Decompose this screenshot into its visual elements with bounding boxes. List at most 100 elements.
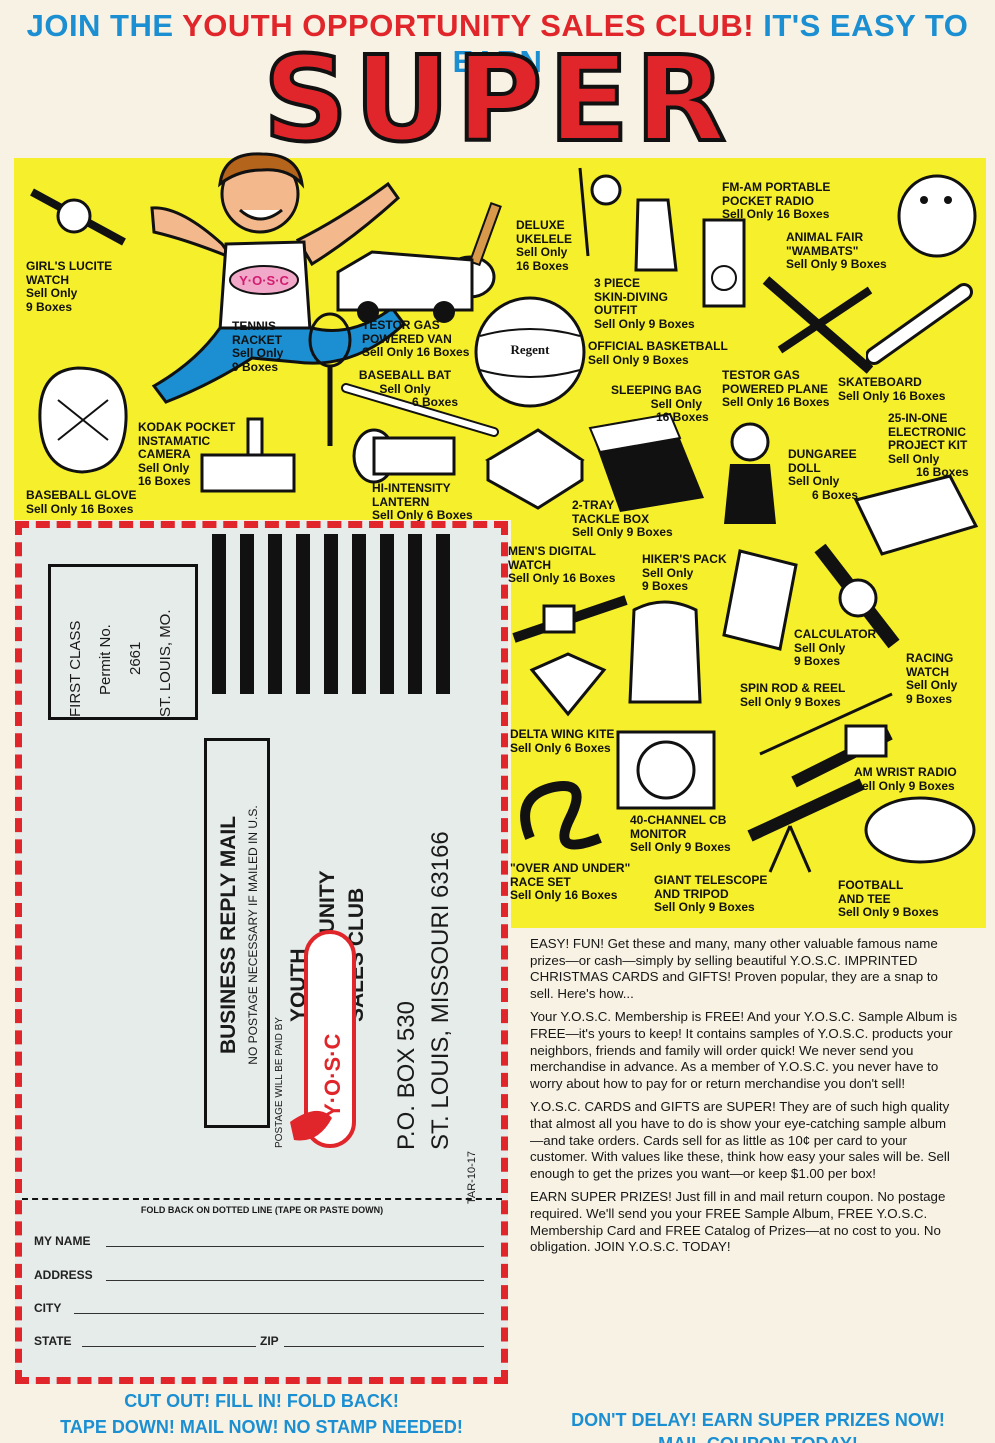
- city-state-zip: ST. LOUIS, MISSOURI 63166: [427, 831, 454, 1150]
- fold-line: [22, 1198, 502, 1200]
- state-label: STATE: [34, 1334, 72, 1348]
- state-field[interactable]: [82, 1346, 256, 1347]
- camera-picture: [200, 417, 296, 493]
- plane-picture: [762, 276, 874, 374]
- baseball-bat-picture: [341, 383, 499, 437]
- business-reply-box: BUSINESS REPLY MAIL NO POSTAGE NECESSARY…: [204, 738, 270, 1128]
- basketball-picture: Regent: [474, 296, 586, 408]
- header-part3: IT'S EASY TO EARN: [452, 8, 969, 79]
- po-box: P.O. BOX 530: [393, 1001, 420, 1150]
- hikers-pack-picture: [628, 600, 702, 704]
- prize-wambats: ANIMAL FAIR"WAMBATS"Sell Only 9 Boxes: [786, 230, 887, 271]
- kite-picture: [529, 652, 607, 717]
- copy-paragraph-4: EARN SUPER PRIZES! Just fill in and mail…: [530, 1189, 946, 1255]
- coupon-instructions: CUT OUT! FILL IN! FOLD BACK! TAPE DOWN! …: [15, 1388, 508, 1440]
- tackle-box-picture: [485, 428, 585, 510]
- calculator-picture: [722, 549, 798, 651]
- permit-number: 2661: [127, 641, 144, 675]
- basketball-brand: Regent: [511, 342, 551, 357]
- van-picture: [336, 250, 474, 323]
- call-to-action: DON'T DELAY! EARN SUPER PRIZES NOW! MAIL…: [528, 1408, 988, 1443]
- wrist-radio-picture: [791, 724, 893, 788]
- skateboard-picture: [866, 283, 973, 365]
- postage-paid-label: POSTAGE WILL BE PAID BY: [274, 1017, 285, 1148]
- racing-watch-picture: [814, 543, 900, 649]
- brm-subtitle: NO POSTAGE NECESSARY IF MAILED IN U.S.: [246, 805, 260, 1065]
- football-picture: [864, 796, 976, 864]
- rod-reel-picture: [759, 692, 893, 756]
- instruction-line2: TAPE DOWN! MAIL NOW! NO STAMP NEEDED!: [60, 1417, 463, 1437]
- baseball-glove-picture: [38, 366, 128, 474]
- permit-label: Permit No.: [97, 624, 114, 695]
- address-field[interactable]: [106, 1280, 484, 1281]
- copy-paragraph-3: Y.O.S.C. CARDS and GIFTS are SUPER! They…: [530, 1099, 950, 1181]
- name-field[interactable]: [106, 1246, 484, 1247]
- permit-box: FIRST CLASS Permit No. 2661 ST. LOUIS, M…: [48, 564, 198, 720]
- fold-instruction: FOLD BACK ON DOTTED LINE (TAPE OR PASTE …: [140, 1205, 384, 1215]
- zip-label: ZIP: [260, 1334, 279, 1348]
- postal-bars: [212, 534, 450, 694]
- copy-paragraph-2: Your Y.O.S.C. Membership is FREE! And yo…: [530, 1009, 958, 1091]
- cta-line1: DON'T DELAY! EARN SUPER PRIZES NOW!: [571, 1410, 945, 1430]
- cb-monitor-picture: [616, 730, 716, 810]
- ad-copy: EASY! FUN! Get these and many, many othe…: [530, 936, 958, 1263]
- lantern-picture: [352, 428, 456, 484]
- copy-paragraph-1: EASY! FUN! Get these and many, many othe…: [530, 936, 938, 1001]
- permit-city: ST. LOUIS, MO.: [157, 609, 174, 717]
- reply-coupon[interactable]: FIRST CLASS Permit No. 2661 ST. LOUIS, M…: [15, 521, 508, 1384]
- electronic-kit-picture: [853, 474, 979, 556]
- sleeping-bag-picture: [588, 412, 704, 512]
- skin-diving-picture: [578, 167, 678, 272]
- city-label: CITY: [34, 1301, 62, 1315]
- digital-watch-picture: [512, 595, 628, 643]
- race-set-picture: [520, 781, 602, 850]
- logo-text: Y·O·S·C: [320, 1034, 345, 1118]
- address-label: ADDRESS: [34, 1268, 93, 1282]
- instruction-line1: CUT OUT! FILL IN! FOLD BACK!: [124, 1391, 399, 1411]
- header-line: JOIN THE YOUTH OPPORTUNITY SALES CLUB! I…: [0, 8, 995, 80]
- yosc-logo: Y·O·S·C: [290, 930, 356, 1148]
- form-code: TAR-10-17: [466, 1151, 478, 1204]
- doll-picture: [724, 422, 776, 524]
- mascot-illustration: Y·O·S·C: [150, 152, 407, 404]
- wambat-toy-picture: [897, 174, 977, 258]
- business-reply-mailer: FIRST CLASS Permit No. 2661 ST. LOUIS, M…: [22, 528, 502, 1208]
- telescope-picture: [747, 778, 865, 873]
- zip-field[interactable]: [284, 1346, 484, 1347]
- mascot-shirt-text: Y·O·S·C: [239, 273, 289, 288]
- cta-line2: MAIL COUPON TODAY!: [528, 1432, 988, 1443]
- girls-watch-picture: [30, 188, 126, 246]
- brm-title: BUSINESS REPLY MAIL: [217, 815, 240, 1055]
- city-field[interactable]: [74, 1313, 484, 1314]
- name-label: MY NAME: [34, 1234, 91, 1248]
- header-club-name: YOUTH OPPORTUNITY SALES CLUB!: [182, 8, 755, 43]
